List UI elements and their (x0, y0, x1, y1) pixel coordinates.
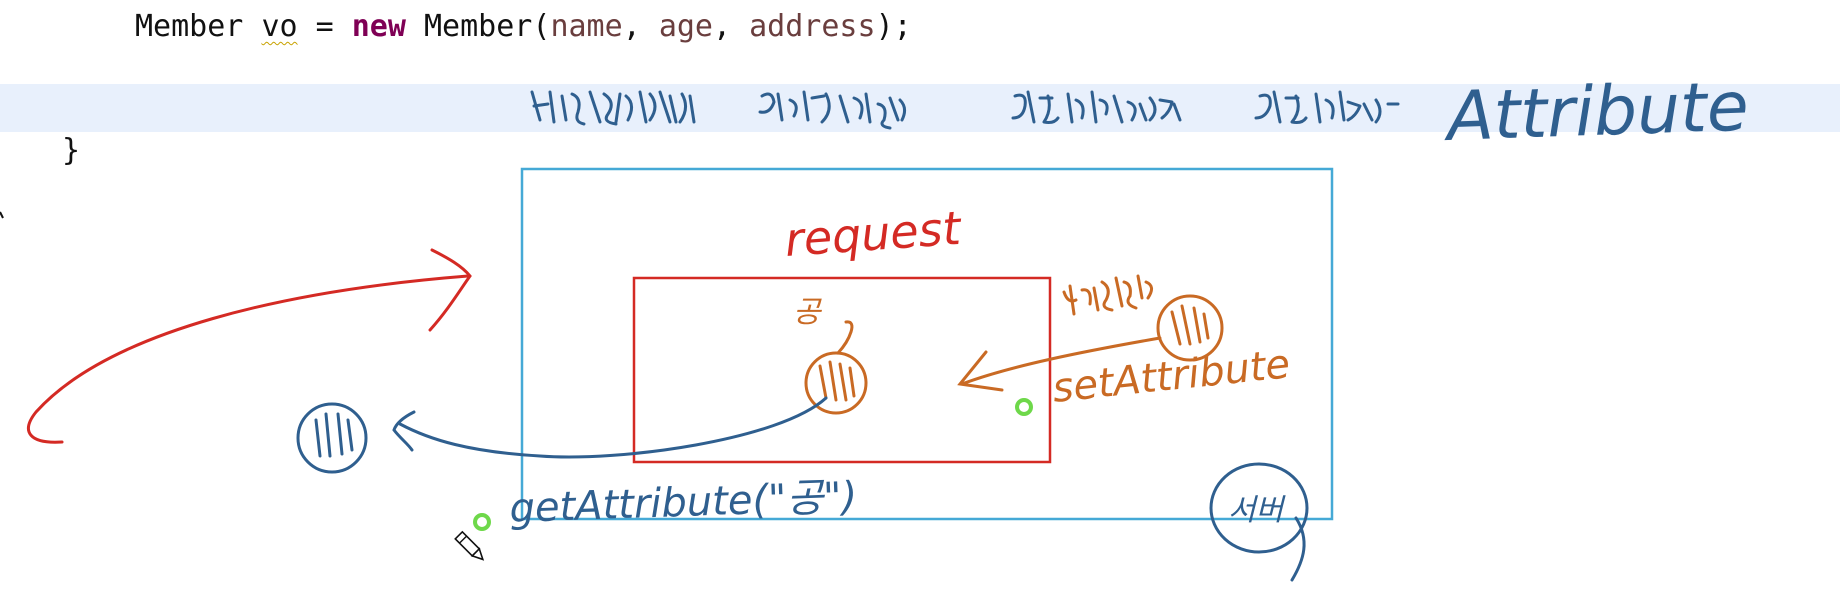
separator-1: , (622, 9, 641, 44)
param-name: name (550, 9, 623, 44)
separator-2: , (713, 9, 732, 44)
variable-token: vo (261, 9, 298, 44)
code-line-3[interactable]: } (0, 127, 1840, 175)
code-line-2-current[interactable] (0, 84, 1840, 132)
keyword-new: new (351, 9, 406, 44)
param-age: age (658, 9, 713, 44)
constructor-token: Member (424, 9, 533, 44)
code-line-1[interactable]: Member vo = new Member(name, age, addres… (0, 3, 1840, 51)
type-token: Member (135, 9, 244, 44)
closing-brace: } (62, 133, 81, 168)
paren-open: ( (532, 9, 551, 44)
param-address: address (749, 9, 876, 44)
statement-close: ); (875, 9, 912, 44)
assign-token: = (315, 9, 334, 44)
